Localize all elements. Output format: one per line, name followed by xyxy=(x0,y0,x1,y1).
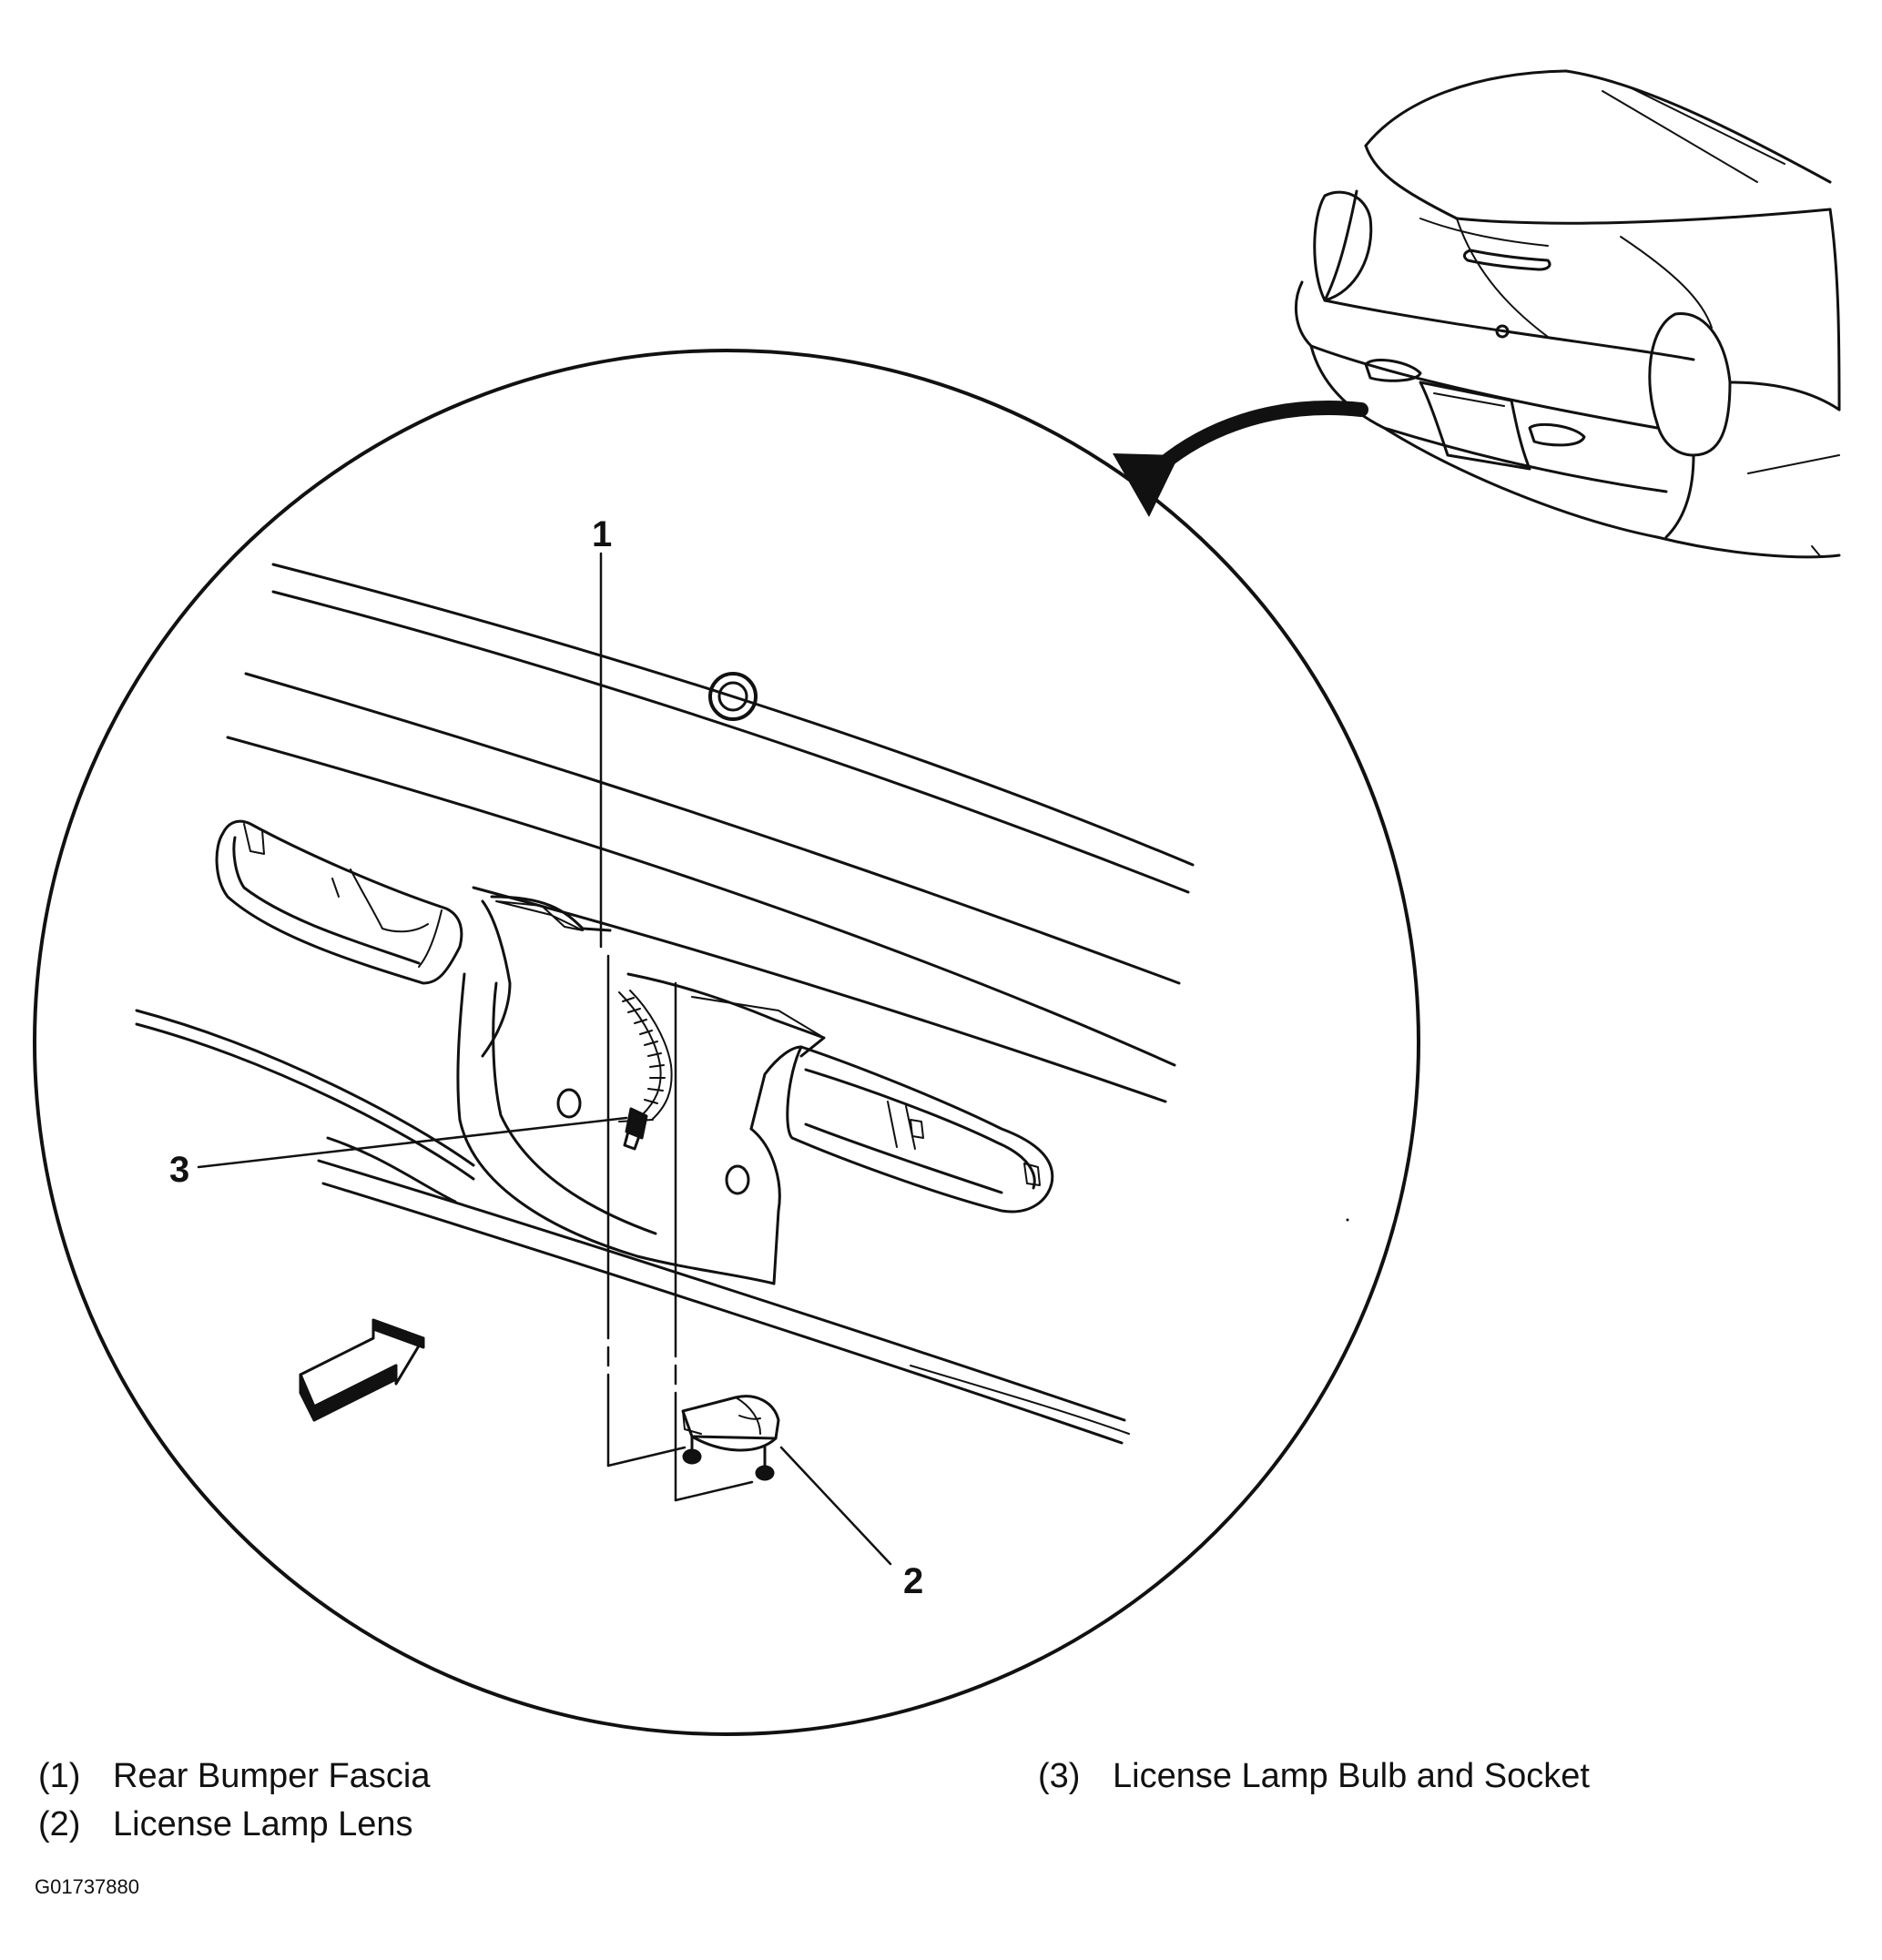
bulb-socket-icon xyxy=(618,1107,654,1151)
callout-1: 1 xyxy=(592,514,612,554)
leader-line-3 xyxy=(197,1116,628,1169)
legend-number: (2) xyxy=(38,1805,81,1843)
forward-arrow-icon xyxy=(299,1318,425,1422)
legend-label: License Lamp Lens xyxy=(113,1805,413,1843)
legend-label: License Lamp Bulb and Socket xyxy=(1113,1757,1590,1795)
alignment-lines xyxy=(606,954,754,1502)
legend-label: Rear Bumper Fascia xyxy=(113,1757,431,1795)
callout-2: 2 xyxy=(903,1561,923,1601)
legend-item-3: (3) License Lamp Bulb and Socket xyxy=(1038,1757,1590,1796)
detail-view xyxy=(135,552,1195,1566)
car-rear-overview xyxy=(1113,69,1841,559)
legend-number: (1) xyxy=(38,1757,81,1795)
license-lamp-lens-icon xyxy=(681,1395,780,1481)
wiring-harness xyxy=(618,990,673,1121)
legend-item-2: (2) License Lamp Lens xyxy=(38,1805,413,1844)
detail-magnifier xyxy=(33,349,1420,1736)
curved-arrow-icon xyxy=(1144,401,1368,481)
leader-line-2 xyxy=(779,1446,892,1566)
legend-item-1: (1) Rear Bumper Fascia xyxy=(38,1757,430,1796)
legend-number: (3) xyxy=(1038,1757,1081,1795)
figure-id: G01737880 xyxy=(35,1875,139,1898)
callout-3: 3 xyxy=(169,1150,189,1190)
